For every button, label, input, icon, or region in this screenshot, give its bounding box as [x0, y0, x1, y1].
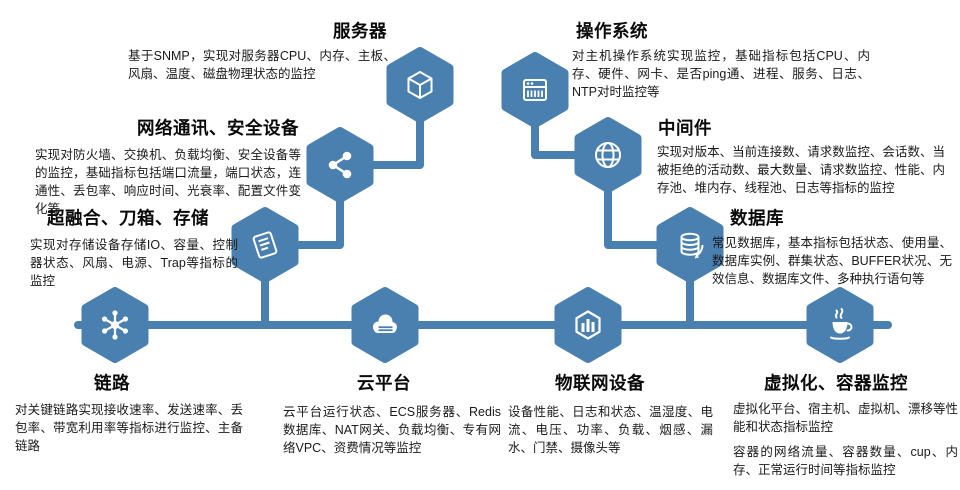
node-desc-storage: 实现对存储设备存储IO、容量、控制器状态、风扇、电源、Trap等指标的监控 [30, 238, 238, 289]
node-hex-cloud [351, 286, 419, 364]
virtualization-desc-line2: 容器的网络流量、容器数量、cup、内存、正常运行时间等指标监控 [733, 445, 958, 478]
node-desc-os: 对主机操作系统实现监控，基础指标包括CPU、内存、硬件、网卡、是否ping通、进… [572, 49, 870, 100]
node-title-server: 服务器 [333, 21, 387, 41]
node-title-cloud: 云平台 [357, 373, 411, 393]
iot-hexagon-icon [575, 310, 601, 340]
node-hex-os [501, 51, 569, 129]
node-title-link: 链路 [94, 373, 130, 393]
globe-icon [595, 142, 621, 168]
scroll-icon [252, 231, 278, 259]
database-icon [680, 232, 704, 259]
node-desc-database: 常见数据库，基本指标包括状态、使用量、数据库实例、群集状态、BUFFER状况、无… [712, 236, 952, 287]
node-desc-cloud: 云平台运行状态、ECS服务器、Redis数据库、NAT网关、负载均衡、专有网络V… [283, 405, 501, 456]
node-title-virtualization: 虚拟化、容器监控 [764, 373, 908, 393]
node-hex-virtualization [806, 286, 874, 364]
node-desc-middleware: 实现对版本、当前连接数、请求数监控、会话数、当被拒绝的活动数、最大数量、请求数监… [657, 145, 945, 196]
hexagon-shape [574, 117, 642, 193]
node-hex-database [656, 206, 724, 284]
node-hex-server [386, 46, 454, 124]
hexagon-shape [501, 52, 569, 128]
node-title-middleware: 中间件 [658, 118, 712, 138]
node-desc-network: 实现对防火墙、交换机、负载均衡、安全设备等的监控，基础指标包括端口流量，端口状态… [35, 148, 301, 217]
hub-icon [102, 310, 128, 340]
node-title-storage: 超融合、刀箱、存储 [47, 208, 209, 228]
virtualization-desc-line1: 虚拟化平台、宿主机、虚拟机、漂移等性能和状态指标监控 [733, 402, 959, 435]
node-hex-network [306, 126, 374, 204]
node-hex-iot [554, 286, 622, 364]
cloud-icon [373, 314, 397, 333]
cube-icon [407, 71, 433, 99]
node-desc-iot: 设备性能、日志和状态、温湿度、电流、电压、功率、负载、烟感、漏水、门禁、摄像头等 [508, 405, 713, 456]
node-hex-link [81, 286, 149, 364]
node-title-iot: 物联网设备 [555, 373, 645, 393]
node-desc-link: 对关键链路实现接收速率、发送速率、丢包率、带宽利用率等指标进行监控、主备链路 [15, 403, 243, 454]
hexagon-shape [306, 127, 374, 203]
node-title-database: 数据库 [730, 208, 784, 228]
node-desc-virtualization: 虚拟化平台、宿主机、虚拟机、漂移等性能和状态指标监控 容器的网络流量、容器数量、… [733, 400, 958, 480]
node-desc-server: 基于SNMP，实现对服务器CPU、内存、主板、风扇、温度、磁盘物理状态的监控 [128, 49, 396, 82]
server-rack-icon [523, 79, 547, 101]
java-cup-icon [830, 308, 853, 340]
node-title-network: 网络通讯、安全设备 [137, 118, 299, 138]
node-title-os: 操作系统 [576, 21, 648, 41]
node-hex-storage [231, 206, 299, 284]
share-nodes-icon [328, 151, 352, 179]
node-hex-middleware [574, 116, 642, 194]
